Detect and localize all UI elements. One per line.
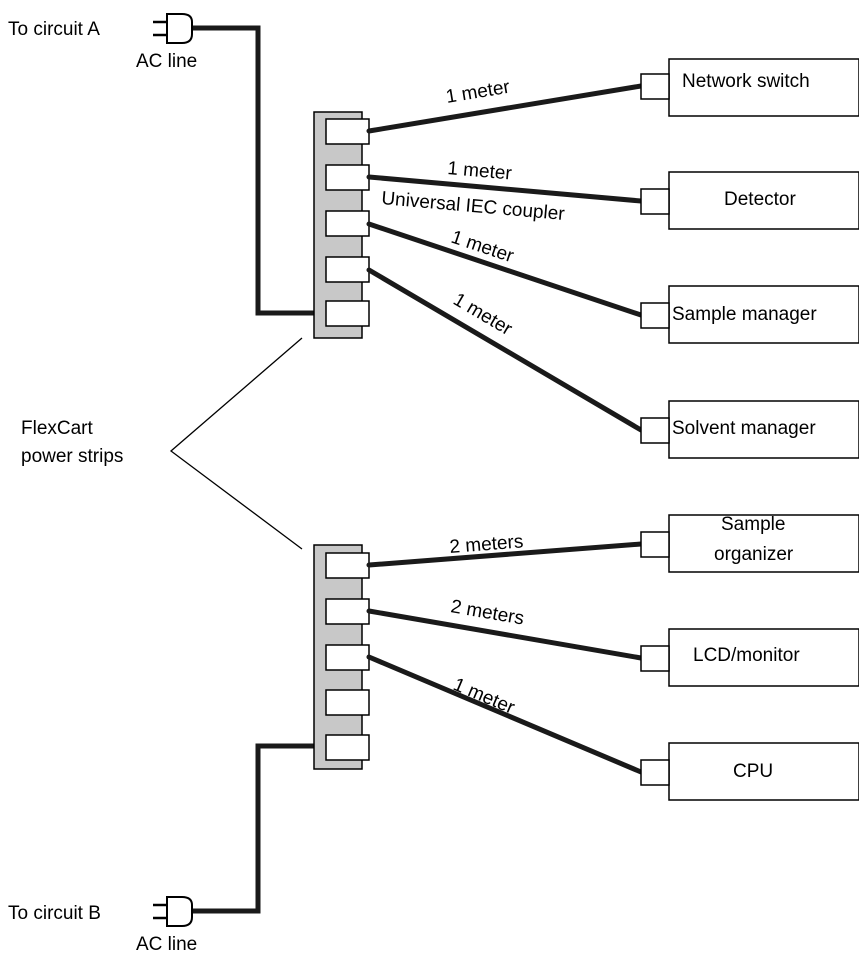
strip-b-outlet-4 [325, 689, 370, 716]
length-label-cpu: 1 meter [450, 674, 518, 719]
power-strips-label-line2: power strips [21, 446, 123, 467]
strip-a-outlet-5 [325, 300, 370, 327]
device-solvent-manager [640, 400, 859, 459]
ac-line-b-cable [187, 743, 331, 914]
ac-line-a-cable [187, 25, 331, 316]
cable-lcd-monitor [366, 608, 644, 661]
strip-a-outlet-1 [325, 118, 370, 145]
device-name-sample-manager: Sample manager [672, 304, 817, 325]
circuit-a-label: To circuit A [8, 19, 100, 40]
device-name-network-switch: Network switch [682, 71, 810, 92]
inlet-sample-manager [640, 302, 670, 329]
device-name-solvent-manager: Solvent manager [672, 418, 816, 439]
device-name-lcd-monitor: LCD/monitor [693, 645, 800, 666]
device-network-switch [640, 58, 859, 117]
inlet-solvent-manager [640, 417, 670, 444]
device-detector [640, 171, 859, 230]
circuit-b-label: To circuit B [8, 903, 101, 924]
inlet-detector [640, 188, 670, 215]
length-label-solvent-manager: 1 meter [449, 289, 516, 340]
strip-a-outlet-4 [325, 256, 370, 283]
strip-b-outlet-2 [325, 598, 370, 625]
leader-line-power-strips [169, 337, 303, 550]
device-name-detector: Detector [724, 189, 796, 210]
cable-detector [366, 174, 644, 204]
strip-a-outlet-2 [325, 164, 370, 191]
power-strips-label-line1: FlexCart [21, 418, 94, 439]
cable-network-switch [366, 83, 644, 134]
device-name-cpu: CPU [733, 761, 773, 782]
cable-solvent-manager [366, 267, 644, 433]
plug-icon-circuit-b [153, 896, 193, 927]
inlet-sample-organizer [640, 531, 670, 558]
length-label-detector: 1 meter [447, 158, 514, 185]
ac-line-b-label: AC line [136, 934, 197, 955]
cable-sample-organizer [366, 541, 644, 568]
device-sample-manager [640, 285, 859, 344]
cable-cpu [366, 654, 644, 775]
strip-b-outlet-1 [325, 552, 370, 579]
device-name-sample-organizer-line2: organizer [714, 544, 794, 565]
inlet-lcd-monitor [640, 645, 670, 672]
strip-b-outlet-5 [325, 734, 370, 761]
device-name-sample-organizer-line1: Sample [721, 514, 785, 535]
device-cpu [640, 742, 859, 801]
length-label-network-switch: 1 meter [444, 77, 512, 108]
cable-sample-manager [366, 221, 644, 318]
ac-line-a-label: AC line [136, 51, 197, 72]
device-lcd-monitor [640, 628, 859, 687]
strip-a-outlet-3 [325, 210, 370, 237]
inlet-cpu [640, 759, 670, 786]
inlet-network-switch [640, 73, 670, 100]
strip-b-outlet-3 [325, 644, 370, 671]
device-sample-organizer [640, 514, 859, 573]
plug-icon-circuit-a [153, 13, 193, 44]
